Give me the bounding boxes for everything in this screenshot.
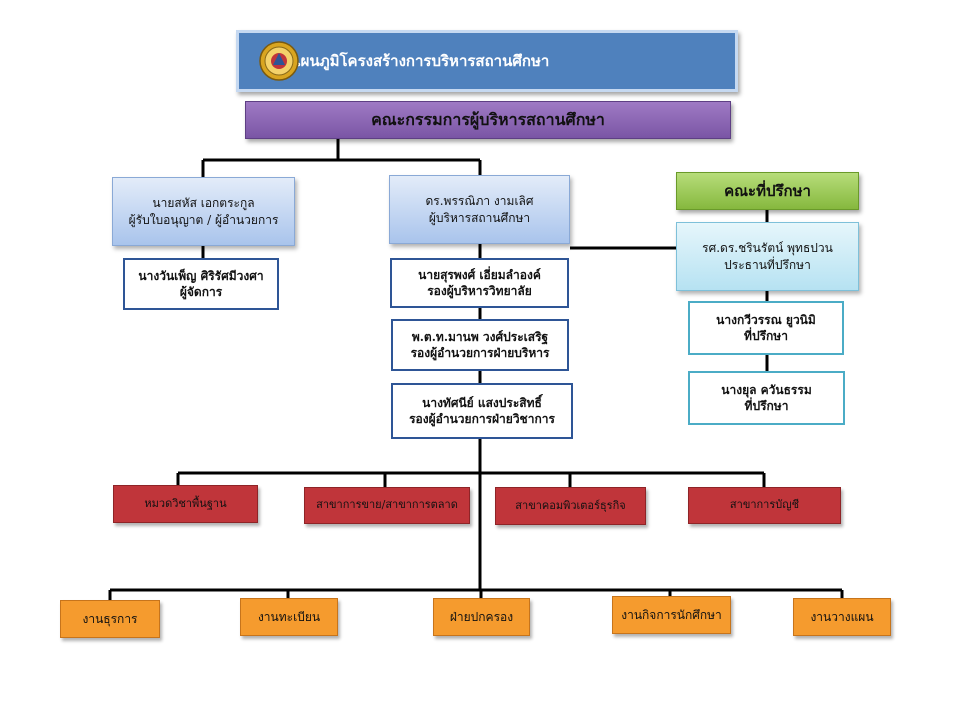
- licensee-name: นายสหัส เอกตระกูล: [152, 196, 255, 211]
- deputy-name: นางทัศนีย์ แสงประสิทธิ์: [422, 395, 542, 410]
- board-box: คณะกรรมการผู้บริหารสถานศึกษา: [245, 101, 731, 139]
- deputy-name: นายสุรพงศ์ เอี่ยมลำองค์: [418, 267, 541, 282]
- manager-box: นางวันเพ็ญ ศิริรัศมีวงศา ผู้จัดการ: [123, 258, 279, 310]
- work-unit-box: ฝ่ายปกครอง: [433, 598, 530, 636]
- advisor-chair-box: รศ.ดร.ชรินรัตน์ พุทธปวน ประธานที่ปรึกษา: [676, 222, 859, 291]
- department-box: หมวดวิชาพื้นฐาน: [113, 485, 258, 523]
- department-label: สาขาการบัญชี: [729, 498, 800, 512]
- advisor-chair-name: รศ.ดร.ชรินรัตน์ พุทธปวน: [702, 241, 833, 256]
- department-label: หมวดวิชาพื้นฐาน: [144, 496, 227, 510]
- director-box: ดร.พรรณิภา งามเลิศ ผู้บริหารสถานศึกษา: [389, 175, 570, 244]
- deputy-position: รองผู้อำนวยการฝ่ายวิชาการ: [409, 412, 555, 426]
- advisors-header-box: คณะที่ปรึกษา: [676, 172, 859, 210]
- school-seal-icon: [259, 41, 299, 81]
- work-unit-label: งานกิจการนักศึกษา: [621, 607, 722, 622]
- deputy-box: นางทัศนีย์ แสงประสิทธิ์ รองผู้อำนวยการฝ่…: [391, 383, 573, 439]
- advisor-name: นางกวีวรรณ ยูวนิมิ: [716, 312, 816, 327]
- department-box: สาขาการขาย/สาขาการตลาด: [304, 487, 470, 524]
- work-unit-label: งานทะเบียน: [257, 609, 321, 624]
- deputy-name: พ.ต.ท.มานพ วงศ์ประเสริฐ: [411, 329, 549, 344]
- advisor-box: นางกวีวรรณ ยูวนิมิ ที่ปรึกษา: [688, 301, 844, 355]
- work-unit-label: งานวางแผน: [810, 609, 874, 624]
- advisor-chair-position: ประธานที่ปรึกษา: [724, 257, 811, 272]
- director-position: ผู้บริหารสถานศึกษา: [428, 210, 531, 225]
- advisor-box: นางยุล ควันธรรม ที่ปรึกษา: [688, 371, 845, 425]
- chart-title: แผนภูมิโครงสร้างการบริหารสถานศึกษา: [291, 51, 550, 70]
- manager-name: นางวันเพ็ญ ศิริรัศมีวงศา: [138, 268, 264, 283]
- manager-position: ผู้จัดการ: [179, 285, 223, 299]
- work-unit-label: ฝ่ายปกครอง: [449, 609, 514, 624]
- work-unit-box: งานวางแผน: [793, 598, 891, 636]
- department-label: สาขาคอมพิวเตอร์ธุรกิจ: [515, 498, 626, 512]
- work-unit-label: งานธุรการ: [82, 611, 138, 626]
- department-box: สาขาการบัญชี: [688, 487, 841, 524]
- advisor-position: ที่ปรึกษา: [744, 329, 788, 343]
- deputy-box: พ.ต.ท.มานพ วงศ์ประเสริฐ รองผู้อำนวยการฝ่…: [391, 319, 569, 371]
- advisor-name: นางยุล ควันธรรม: [721, 382, 812, 397]
- deputy-position: รองผู้อำนวยการฝ่ายบริหาร: [410, 346, 550, 360]
- department-box: สาขาคอมพิวเตอร์ธุรกิจ: [495, 487, 646, 525]
- deputy-position: รองผู้บริหารวิทยาลัย: [427, 284, 532, 298]
- work-unit-box: งานกิจการนักศึกษา: [612, 596, 731, 634]
- director-name: ดร.พรรณิภา งามเลิศ: [425, 194, 534, 209]
- work-unit-box: งานธุรการ: [60, 600, 160, 638]
- department-label: สาขาการขาย/สาขาการตลาด: [316, 498, 458, 512]
- chart-title-banner: แผนภูมิโครงสร้างการบริหารสถานศึกษา: [236, 30, 738, 92]
- advisors-header: คณะที่ปรึกษา: [724, 181, 811, 200]
- deputy-box: นายสุรพงศ์ เอี่ยมลำองค์ รองผู้บริหารวิทย…: [390, 258, 569, 308]
- licensee-box: นายสหัส เอกตระกูล ผู้รับใบอนุญาต / ผู้อำ…: [112, 177, 295, 246]
- advisor-position: ที่ปรึกษา: [744, 399, 789, 413]
- work-unit-box: งานทะเบียน: [240, 598, 338, 636]
- board-label: คณะกรรมการผู้บริหารสถานศึกษา: [371, 110, 605, 130]
- licensee-position: ผู้รับใบอนุญาต / ผู้อำนวยการ: [128, 212, 279, 227]
